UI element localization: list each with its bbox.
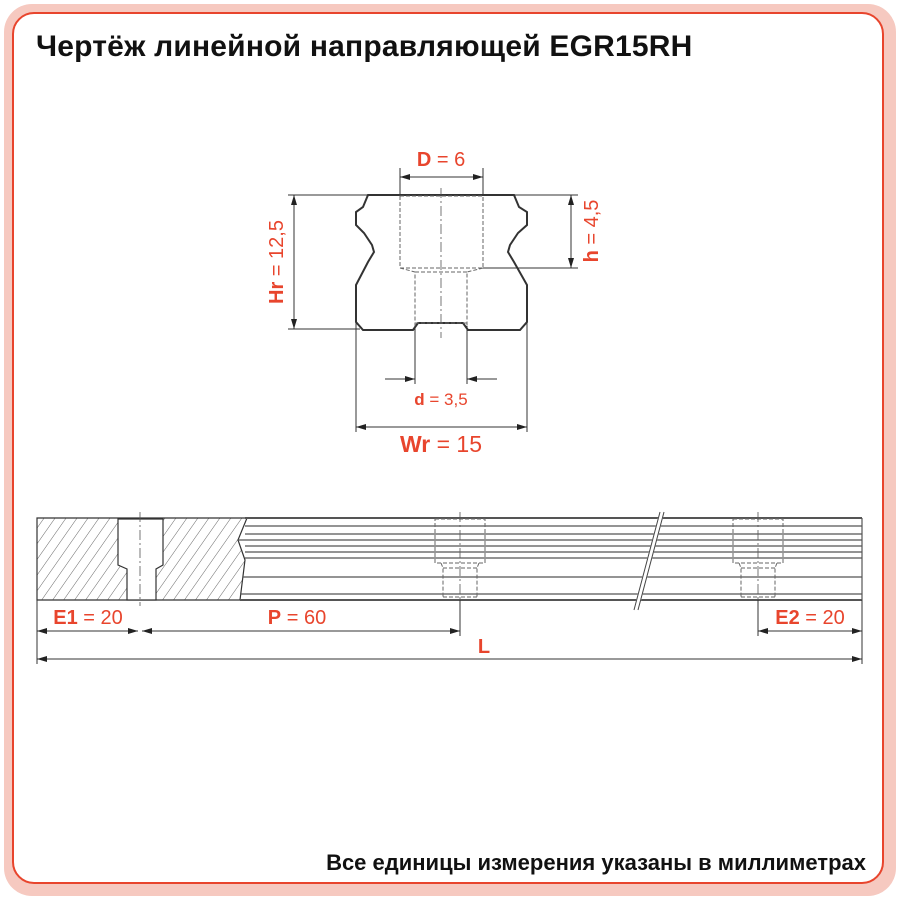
D-symbol: D xyxy=(417,149,431,171)
dimension-D: D = 6 xyxy=(399,149,484,195)
rail-side-view xyxy=(36,511,863,611)
E1-symbol: E1 xyxy=(53,607,77,629)
dimension-h: h = 4,5 xyxy=(483,194,603,269)
svg-text:h = 4,5: h = 4,5 xyxy=(581,200,603,263)
svg-text:d = 3,5: d = 3,5 xyxy=(414,390,467,409)
dimension-E1: E1 = 20 xyxy=(36,600,138,664)
Hr-symbol: Hr xyxy=(266,282,288,304)
break-line xyxy=(633,511,665,611)
dimension-P: P = 60 xyxy=(142,600,461,636)
svg-text:Hr = 12,5: Hr = 12,5 xyxy=(266,220,288,304)
inner-frame xyxy=(12,12,884,884)
dimension-d: d = 3,5 xyxy=(385,326,497,409)
hidden-hole-2 xyxy=(732,512,784,606)
E2-value: = 20 xyxy=(805,607,844,629)
P-symbol: P xyxy=(268,607,281,629)
P-value: = 60 xyxy=(287,607,326,629)
hidden-hole-1 xyxy=(434,512,486,606)
dimension-L: L xyxy=(37,636,862,662)
Hr-value: = 12,5 xyxy=(266,220,288,276)
page-title: Чертёж линейной направляющей EGR15RH xyxy=(36,30,693,63)
svg-text:D = 6: D = 6 xyxy=(417,149,465,171)
L-symbol: L xyxy=(478,636,490,658)
rail-body-lines xyxy=(238,517,863,601)
svg-text:Wr = 15: Wr = 15 xyxy=(400,431,482,457)
h-symbol: h xyxy=(581,250,603,262)
d-symbol: d xyxy=(414,390,424,409)
Wr-value: = 15 xyxy=(437,431,482,457)
d-value: = 3,5 xyxy=(429,390,467,409)
through-hole-hidden xyxy=(399,267,484,326)
rail-profile xyxy=(355,194,528,331)
D-value: = 6 xyxy=(437,149,465,171)
svg-text:E1 = 20: E1 = 20 xyxy=(53,607,123,629)
E2-symbol: E2 xyxy=(775,607,799,629)
E1-value: = 20 xyxy=(83,607,122,629)
svg-text:L: L xyxy=(478,636,490,658)
section-hole xyxy=(117,518,164,601)
dimension-E2: E2 = 20 xyxy=(757,600,863,664)
rail-cross-section xyxy=(355,188,528,338)
Wr-symbol: Wr xyxy=(400,431,430,457)
svg-text:P = 60: P = 60 xyxy=(268,607,326,629)
dimension-Hr: Hr = 12,5 xyxy=(266,194,368,330)
h-value: = 4,5 xyxy=(581,200,603,245)
counterbore-hidden xyxy=(399,195,484,269)
units-note: Все единицы измерения указаны в миллимет… xyxy=(326,850,866,875)
svg-text:E2 = 20: E2 = 20 xyxy=(775,607,845,629)
dimension-Wr: Wr = 15 xyxy=(355,322,528,457)
